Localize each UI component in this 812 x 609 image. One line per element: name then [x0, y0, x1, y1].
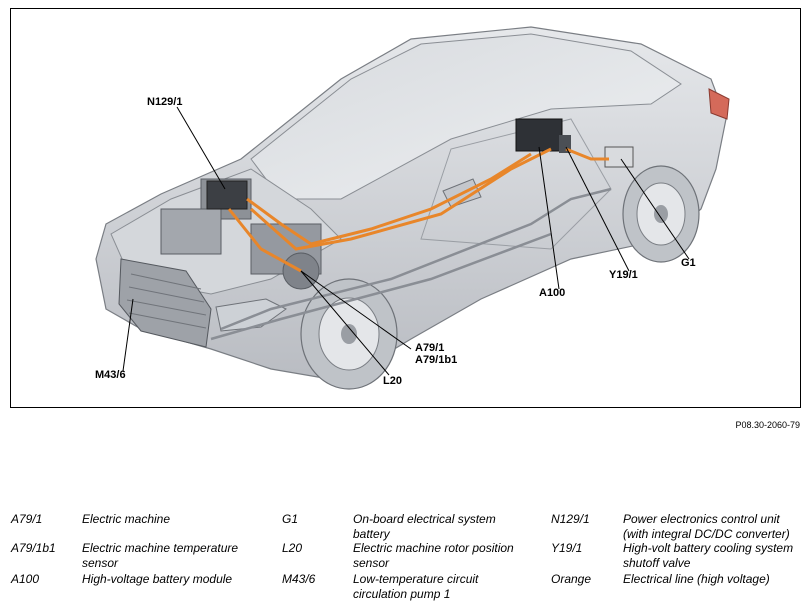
legend-desc: Electric machine temperature sensor	[82, 541, 239, 570]
legend-desc: Electric machine rotor position sensor	[353, 541, 514, 570]
front-wheel	[300, 278, 398, 390]
legend-code: A100	[11, 572, 40, 586]
callout-a100: A100	[539, 287, 566, 299]
legend-code: M43/6	[282, 572, 316, 586]
rear-wheel	[622, 165, 700, 263]
callout-a79-1: A79/1	[415, 342, 445, 354]
taillight	[708, 88, 730, 120]
onboard-battery	[604, 146, 634, 168]
legend-code: Orange	[551, 572, 592, 586]
legend-code: N129/1	[551, 512, 590, 526]
car-body	[95, 26, 727, 382]
legend-code: Y19/1	[551, 541, 583, 555]
legend-desc: Electrical line (high voltage)	[623, 572, 770, 586]
callout-n129-1: N129/1	[147, 96, 183, 108]
legend-desc: Power electronics control unit (with int…	[623, 512, 790, 541]
legend-desc: High-volt battery cooling system shutoff…	[623, 541, 794, 570]
figure-reference: P08.30-2060-79	[735, 420, 800, 430]
legend-code: A79/1	[11, 512, 43, 526]
high-voltage-lines	[227, 147, 609, 273]
car-cutaway-drawing	[95, 26, 730, 390]
car-greenhouse	[250, 33, 682, 200]
callout-g1: G1	[681, 257, 696, 269]
legend-desc: Electric machine	[82, 512, 171, 526]
legend-code: A79/1b1	[11, 541, 56, 555]
legend-code: G1	[282, 512, 299, 526]
callout-y19-1: Y19/1	[609, 269, 638, 281]
vehicle-illustration: N129/1 M43/6 A79/1 A79/1b1 L20 A100 Y19/…	[10, 8, 801, 408]
legend-desc: On-board electrical system battery	[353, 512, 496, 541]
callout-a79-1b1: A79/1b1	[415, 354, 458, 366]
legend-desc: High-voltage battery module	[82, 572, 233, 586]
callout-m43-6: M43/6	[95, 369, 126, 381]
callout-l20: L20	[383, 375, 402, 387]
power-electronics-unit	[206, 180, 248, 210]
legend-code: L20	[282, 541, 303, 555]
legend-desc: Low-temperature circuit circulation pump…	[353, 572, 479, 601]
